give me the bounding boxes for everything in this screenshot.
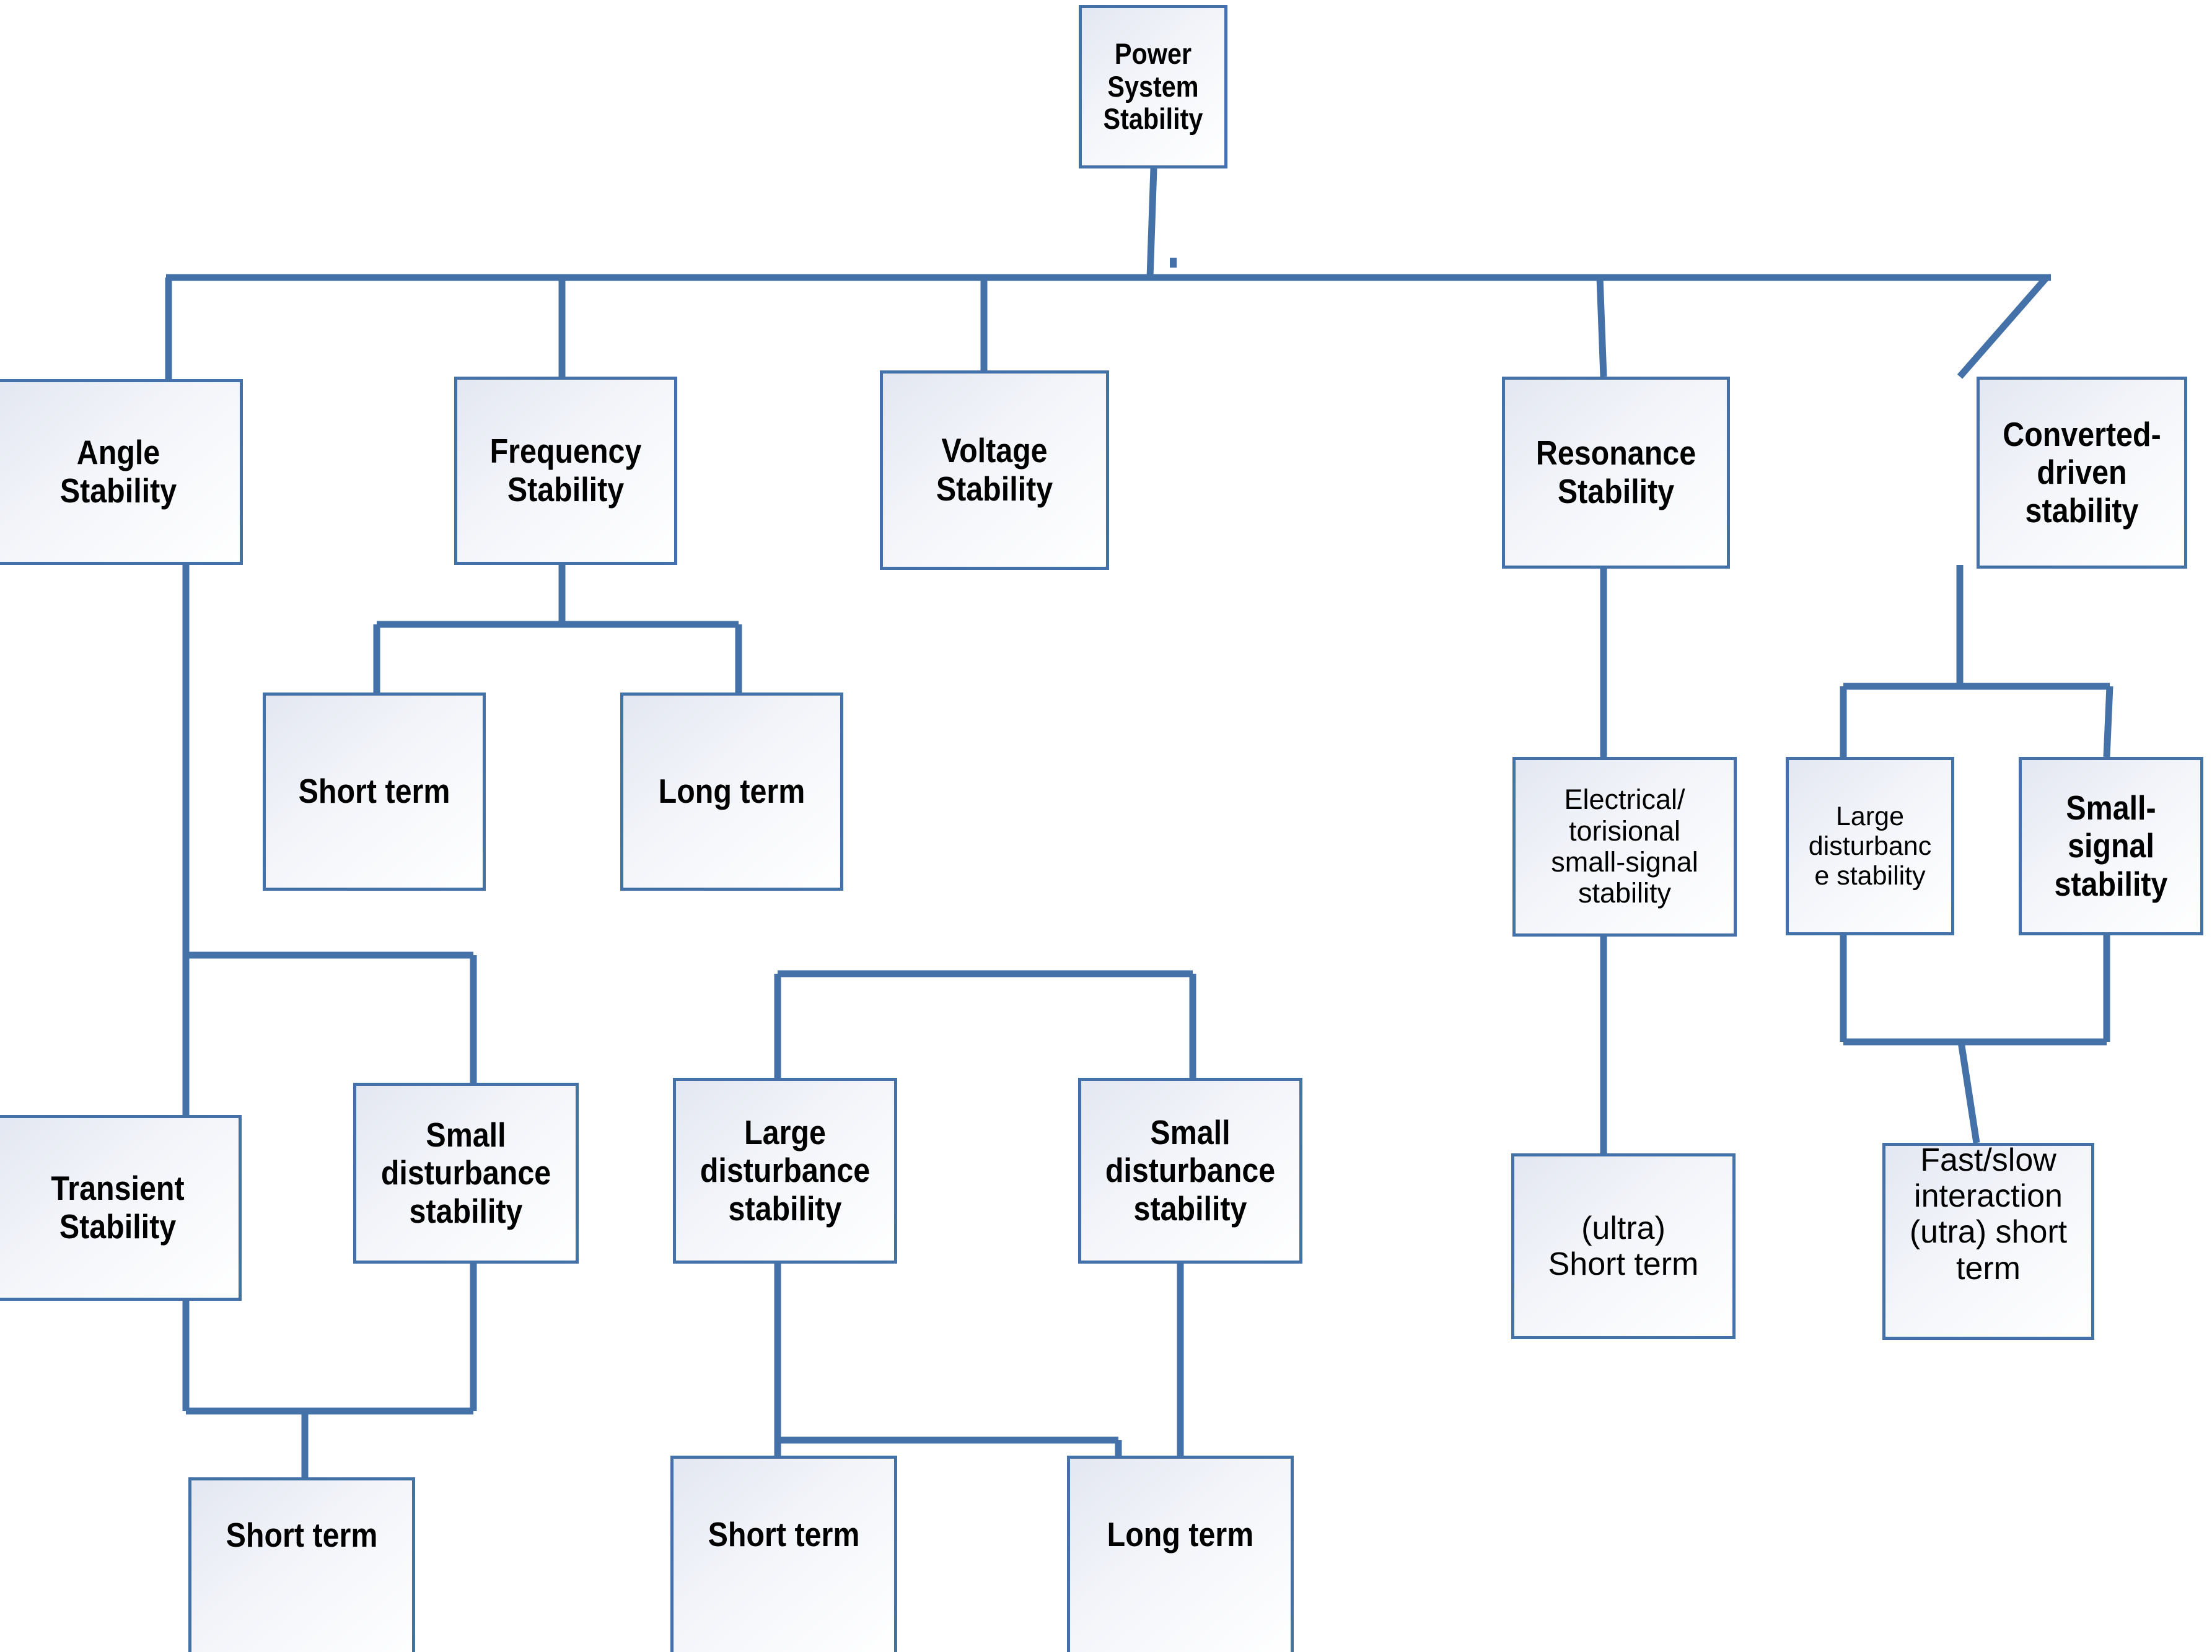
node-converter-driven-stability-label: Converted- driven stability [2003,414,2161,530]
node-angle-small-disturbance-label: Small disturbance stability [380,1115,551,1230]
node-voltage-bottom-short-term-label: Short term [708,1515,860,1554]
node-resonance-ultra-short-term[interactable]: (ultra) Short term [1511,1153,1736,1339]
node-converter-small-signal-label: Small- signal stability [2054,788,2168,903]
node-voltage-bottom-long-term[interactable]: Long term [1067,1456,1294,1652]
node-frequency-short-term[interactable]: Short term [263,693,486,891]
node-voltage-small-disturbance-label: Small disturbance stability [1105,1112,1276,1228]
node-converter-large-disturbance-label: Large disturbanc e stability [1808,801,1932,891]
node-frequency-short-term-label: Short term [298,772,450,811]
node-resonance-ultra-short-term-label: (ultra) Short term [1548,1210,1699,1282]
node-resonance-stability[interactable]: Resonance Stability [1502,377,1730,569]
node-voltage-small-disturbance[interactable]: Small disturbance stability [1078,1078,1302,1264]
node-converter-fast-slow[interactable]: Fast/slow interaction (utra) short term [1882,1142,2094,1340]
node-voltage-large-disturbance[interactable]: Large disturbance stability [673,1078,897,1264]
node-root[interactable]: Power System Stability [1079,5,1227,168]
node-angle-stability[interactable]: Angle Stability [0,379,243,565]
node-frequency-stability-label: Frequency Stability [489,432,642,509]
stray-mark [1170,258,1177,268]
node-angle-short-term[interactable]: Short term [188,1477,415,1652]
node-converter-small-signal[interactable]: Small- signal stability [2019,757,2203,935]
node-resonance-small-signal-label: Electrical/ torisional small-signal stab… [1551,784,1698,909]
node-converter-driven-stability[interactable]: Converted- driven stability [1977,377,2187,569]
node-frequency-long-term[interactable]: Long term [620,693,843,891]
node-voltage-stability-label: Voltage Stability [936,431,1053,508]
node-converter-fast-slow-label: Fast/slow interaction (utra) short term [1909,1142,2068,1287]
node-transient-stability-label: Transient Stability [51,1169,185,1246]
node-angle-small-disturbance[interactable]: Small disturbance stability [353,1083,579,1264]
node-voltage-bottom-short-term[interactable]: Short term [670,1456,897,1652]
node-resonance-stability-label: Resonance Stability [1535,434,1696,510]
node-angle-stability-label: Angle Stability [59,433,177,510]
node-angle-short-term-label: Short term [226,1516,378,1554]
node-root-label: Power System Stability [1103,37,1203,136]
node-voltage-bottom-long-term-label: Long term [1107,1515,1254,1554]
node-converter-large-disturbance[interactable]: Large disturbanc e stability [1786,757,1954,935]
node-voltage-stability[interactable]: Voltage Stability [880,370,1109,570]
node-frequency-stability[interactable]: Frequency Stability [454,377,677,565]
node-voltage-large-disturbance-label: Large disturbance stability [700,1112,871,1228]
node-transient-stability[interactable]: Transient Stability [0,1115,242,1301]
node-resonance-small-signal[interactable]: Electrical/ torisional small-signal stab… [1512,757,1737,937]
node-frequency-long-term-label: Long term [658,772,805,811]
